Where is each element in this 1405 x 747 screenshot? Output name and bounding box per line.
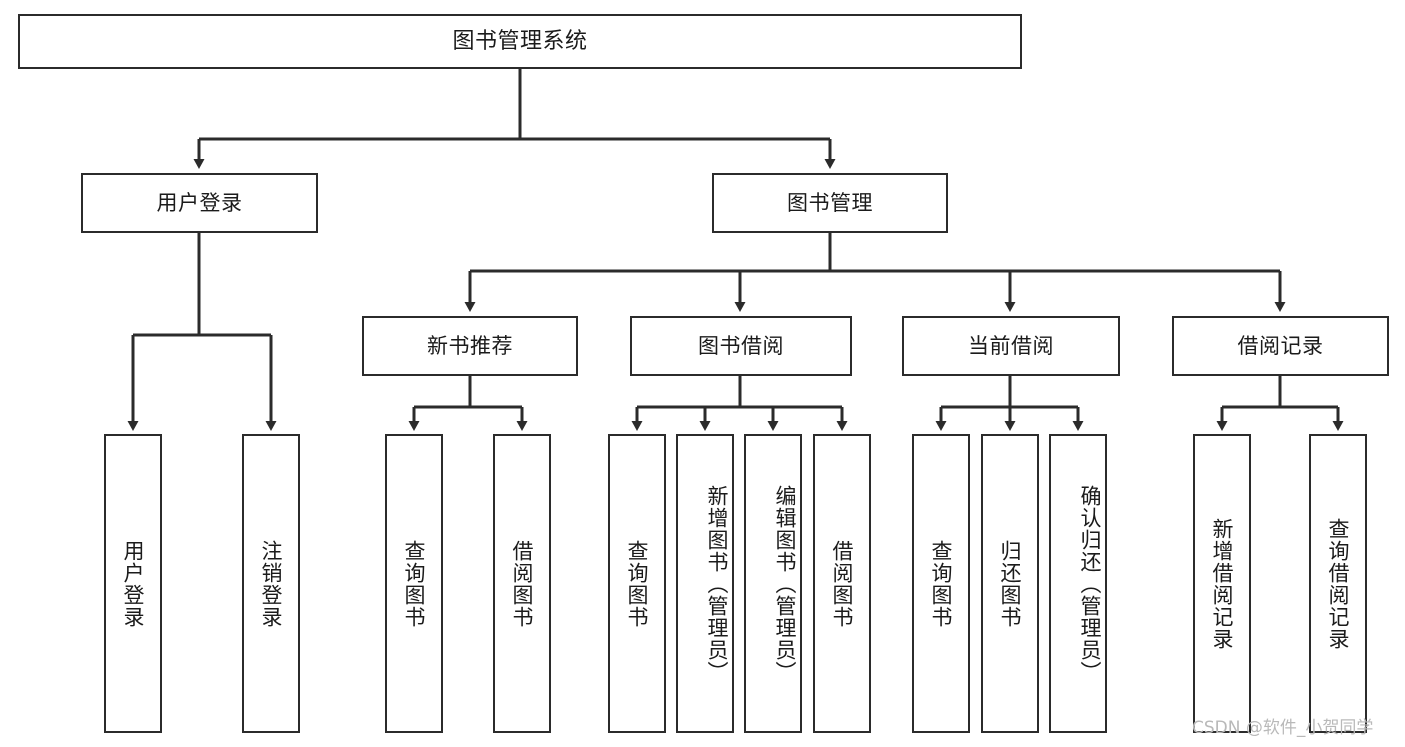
- node-book-borrow[interactable]: 图书借阅: [630, 316, 852, 376]
- node-root[interactable]: 图书管理系统: [18, 14, 1022, 69]
- node-leaf-query-record[interactable]: 查询借阅记录: [1309, 434, 1367, 733]
- node-leaf-edit-book-label: 编辑图书（管理员）: [773, 484, 797, 683]
- node-leaf-logout[interactable]: 注销登录: [242, 434, 300, 733]
- node-leaf-query-book-3[interactable]: 查询图书: [912, 434, 970, 733]
- node-leaf-confirm-return-label: 确认归还（管理员）: [1078, 484, 1102, 683]
- node-root-label: 图书管理系统: [452, 28, 588, 54]
- node-new-book-rec-label: 新书推荐: [427, 333, 513, 358]
- node-leaf-user-login[interactable]: 用户登录: [104, 434, 162, 733]
- node-borrow-record-label: 借阅记录: [1237, 333, 1324, 358]
- node-leaf-return-book[interactable]: 归还图书: [981, 434, 1039, 733]
- node-user-login[interactable]: 用户登录: [81, 173, 318, 233]
- node-leaf-add-book-label: 新增图书（管理员）: [705, 484, 729, 683]
- node-leaf-borrow-book-2[interactable]: 借阅图书: [813, 434, 871, 733]
- node-book-manage-label: 图书管理: [787, 190, 873, 215]
- node-book-manage[interactable]: 图书管理: [712, 173, 948, 233]
- node-leaf-confirm-return[interactable]: 确认归还（管理员）: [1049, 434, 1107, 733]
- csdn-watermark: CSDN @软件_小贺同学: [1192, 718, 1374, 738]
- node-leaf-query-book-1-label: 查询图书: [402, 539, 426, 628]
- node-current-borrow-label: 当前借阅: [968, 333, 1054, 358]
- node-leaf-query-book-2-label: 查询图书: [625, 539, 649, 628]
- node-leaf-query-book-2[interactable]: 查询图书: [608, 434, 666, 733]
- node-leaf-edit-book[interactable]: 编辑图书（管理员）: [744, 434, 802, 733]
- node-leaf-logout-label: 注销登录: [259, 539, 283, 628]
- node-leaf-add-record[interactable]: 新增借阅记录: [1193, 434, 1251, 733]
- node-book-borrow-label: 图书借阅: [698, 333, 784, 358]
- node-user-login-label: 用户登录: [156, 190, 243, 215]
- node-leaf-borrow-book-1-label: 借阅图书: [510, 539, 534, 628]
- node-leaf-borrow-book-1[interactable]: 借阅图书: [493, 434, 551, 733]
- node-leaf-query-book-3-label: 查询图书: [929, 539, 953, 628]
- node-leaf-query-book-1[interactable]: 查询图书: [385, 434, 443, 733]
- node-borrow-record[interactable]: 借阅记录: [1172, 316, 1389, 376]
- node-leaf-return-book-label: 归还图书: [998, 539, 1022, 628]
- node-leaf-user-login-label: 用户登录: [121, 539, 145, 628]
- node-leaf-borrow-book-2-label: 借阅图书: [830, 539, 854, 628]
- node-leaf-query-record-label: 查询借阅记录: [1326, 517, 1350, 650]
- node-leaf-add-book[interactable]: 新增图书（管理员）: [676, 434, 734, 733]
- node-current-borrow[interactable]: 当前借阅: [902, 316, 1120, 376]
- node-leaf-add-record-label: 新增借阅记录: [1210, 517, 1234, 650]
- node-new-book-rec[interactable]: 新书推荐: [362, 316, 578, 376]
